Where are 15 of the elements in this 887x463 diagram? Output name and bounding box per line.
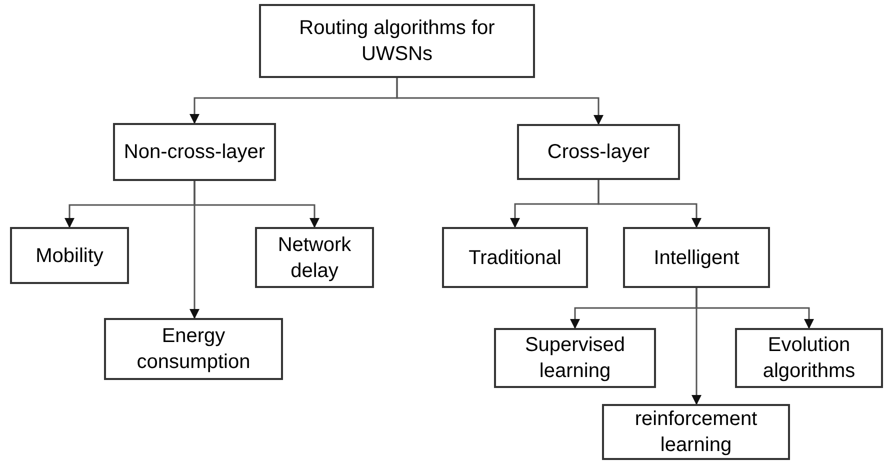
category-box: Traditional xyxy=(442,227,588,288)
arrow xyxy=(194,181,320,228)
category-box: Intelligent xyxy=(623,227,770,288)
category-box: Routing algorithms for UWSNs xyxy=(259,4,535,78)
category-box: Network delay xyxy=(255,227,374,288)
category-box: Mobility xyxy=(10,227,129,284)
arrow xyxy=(696,288,814,329)
category-box: Non-cross-layer xyxy=(113,123,276,181)
category-box: Cross-layer xyxy=(517,124,680,180)
arrow xyxy=(396,78,604,125)
arrow xyxy=(598,180,702,228)
category-box: Evolution algorithms xyxy=(735,328,883,388)
category-box: Energy consumption xyxy=(104,318,283,380)
category-box: Supervised learning xyxy=(494,328,656,388)
category-box: reinforcement learning xyxy=(602,404,790,460)
